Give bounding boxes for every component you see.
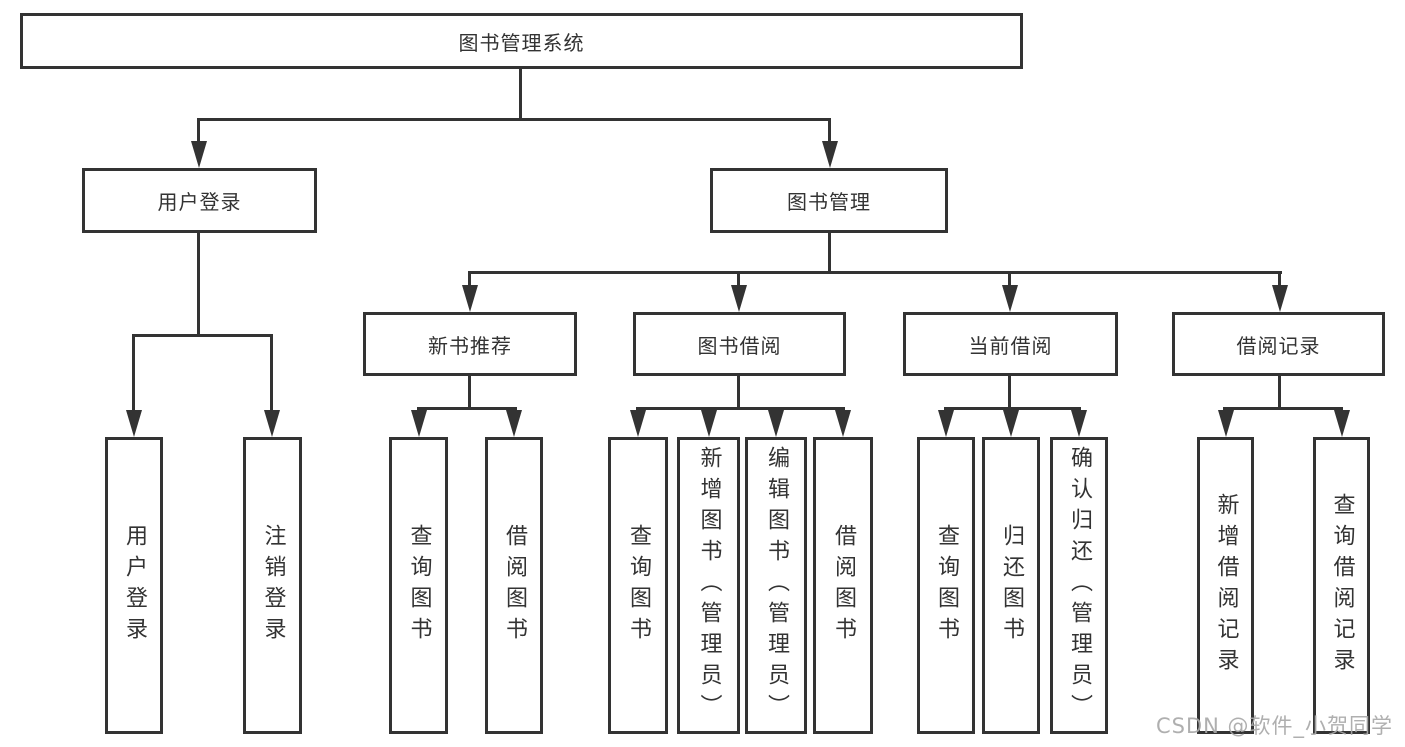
node-new-book-recommend: 新书推荐 <box>363 312 577 376</box>
leaf-add-borrow-record: 新增借阅记录 <box>1197 437 1254 734</box>
connector-level3-drop-3 <box>1008 271 1011 287</box>
connector-current-stem <box>1008 375 1011 409</box>
leaf-query-books-borrow: 查询图书 <box>608 437 668 734</box>
arrow-down-icon <box>264 410 280 437</box>
node-label: 确认归还（管理员） <box>1067 446 1092 725</box>
leaf-query-books-recommend: 查询图书 <box>389 437 448 734</box>
arrow-down-icon <box>1334 410 1350 437</box>
connector-user-login-stem <box>197 232 200 336</box>
node-label: 借阅记录 <box>1236 333 1321 358</box>
node-label: 新增图书（管理员） <box>696 446 722 725</box>
connector-records-stem <box>1278 375 1281 409</box>
leaf-query-borrow-record: 查询借阅记录 <box>1313 437 1370 734</box>
node-label: 新书推荐 <box>428 333 512 358</box>
arrow-down-icon <box>630 410 646 437</box>
node-label: 图书借阅 <box>697 333 782 358</box>
arrow-down-icon <box>938 410 954 437</box>
connector-user-login-split <box>132 334 273 337</box>
node-label: 新增借阅记录 <box>1213 492 1239 679</box>
connector-user-login-drop-1 <box>132 334 135 411</box>
connector-level3-drop-1 <box>468 271 471 287</box>
leaf-borrow-books-recommend: 借阅图书 <box>485 437 543 734</box>
node-label: 编辑图书（管理员） <box>764 446 789 725</box>
connector-borrow-split <box>636 407 845 410</box>
node-label: 归还图书 <box>999 523 1024 648</box>
arrow-down-icon <box>835 410 851 437</box>
arrow-down-icon <box>1272 285 1288 312</box>
arrow-down-icon <box>411 410 427 437</box>
arrow-down-icon <box>1003 410 1019 437</box>
connector-records-split <box>1223 407 1343 410</box>
leaf-user-login: 用户登录 <box>105 437 163 734</box>
leaf-logout: 注销登录 <box>243 437 302 734</box>
node-user-login: 用户登录 <box>82 168 317 233</box>
arrow-down-icon <box>1071 410 1087 437</box>
arrow-down-icon <box>126 410 142 437</box>
connector-level2 <box>197 118 831 121</box>
csdn-watermark: CSDN @软件_小贺同学 <box>1156 714 1394 738</box>
arrow-down-icon <box>1218 410 1234 437</box>
connector-user-login-drop-2 <box>270 334 273 411</box>
arrow-down-icon <box>1002 285 1018 312</box>
node-label: 借阅图书 <box>831 523 856 648</box>
connector-current-split <box>944 407 1081 410</box>
connector-level3 <box>469 271 1282 274</box>
leaf-return-book: 归还图书 <box>982 437 1040 734</box>
leaf-add-book-admin: 新增图书（管理员） <box>677 437 740 734</box>
node-label: 图书管理 <box>787 190 871 214</box>
node-label: 用户登录 <box>122 523 147 648</box>
node-book-borrow: 图书借阅 <box>633 312 846 376</box>
node-label: 用户登录 <box>157 190 242 214</box>
arrow-down-icon <box>191 141 207 168</box>
node-label: 查询借阅记录 <box>1329 492 1355 679</box>
arrow-down-icon <box>822 141 838 168</box>
arrow-down-icon <box>462 285 478 312</box>
node-label: 借阅图书 <box>502 523 527 648</box>
arrow-down-icon <box>701 410 717 437</box>
node-book-management: 图书管理 <box>710 168 948 233</box>
connector-level2-drop-left <box>197 118 200 144</box>
leaf-confirm-return-admin: 确认归还（管理员） <box>1050 437 1108 734</box>
connector-root-stem <box>519 68 522 121</box>
connector-level3-drop-2 <box>737 271 740 287</box>
connector-book-mgmt-stem <box>828 232 831 274</box>
node-label: 查询图书 <box>626 523 651 648</box>
connector-level3-drop-4 <box>1278 271 1281 287</box>
arrow-down-icon <box>768 410 784 437</box>
leaf-borrow-books: 借阅图书 <box>813 437 873 734</box>
node-borrow-records: 借阅记录 <box>1172 312 1385 376</box>
node-current-borrow: 当前借阅 <box>903 312 1118 376</box>
connector-recommend-stem <box>468 375 471 409</box>
node-label: 注销登录 <box>260 523 286 648</box>
node-label: 查询图书 <box>934 523 959 648</box>
connector-recommend-split <box>417 407 517 410</box>
connector-level2-drop-right <box>828 118 831 144</box>
node-label: 当前借阅 <box>968 333 1053 358</box>
leaf-edit-book-admin: 编辑图书（管理员） <box>745 437 807 734</box>
connector-borrow-stem <box>737 375 740 409</box>
node-library-management-system: 图书管理系统 <box>20 13 1023 69</box>
arrow-down-icon <box>506 410 522 437</box>
arrow-down-icon <box>731 285 747 312</box>
node-label: 图书管理系统 <box>458 30 585 55</box>
leaf-query-books-current: 查询图书 <box>917 437 975 734</box>
node-label: 查询图书 <box>406 523 432 648</box>
